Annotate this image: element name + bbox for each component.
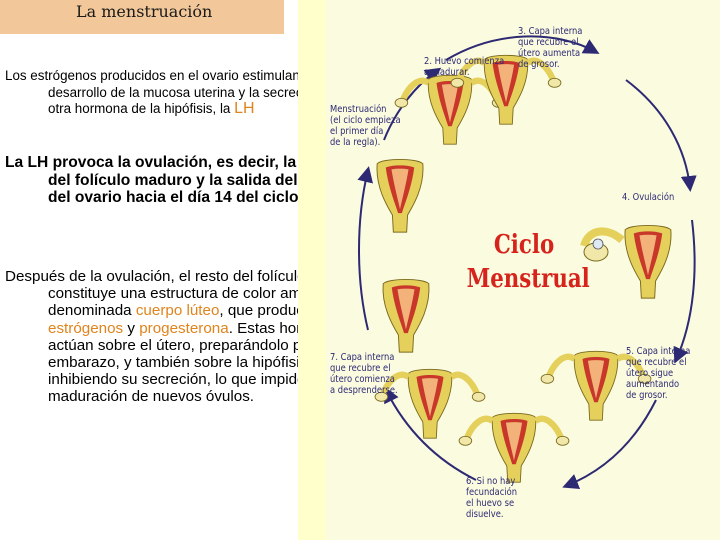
divider-strip <box>298 0 326 540</box>
stage-1-label: Menstruación (el ciclo empieza el primer… <box>330 104 401 148</box>
estrogenos-highlight: estrógenos <box>48 319 124 337</box>
diagram-title-line-2: Menstrual <box>466 264 590 294</box>
paragraph-cuerpo-luteo-text-2: , que produce <box>219 302 313 320</box>
paragraph-estrogenos: Los estrógenos producidos en el ovario e… <box>5 68 360 118</box>
stage-5-label: 5. Capa interna que recubre el útero sig… <box>626 346 691 401</box>
title-bar <box>0 0 284 34</box>
paragraph-cuerpo-luteo-text-3: y <box>123 319 140 337</box>
paragraph-cuerpo-luteo: Después de la ovulación, el resto del fo… <box>5 268 360 406</box>
paragraph-estrogenos-text: Los estrógenos producidos en el ovario e… <box>5 68 340 116</box>
diagram-title-line-1: Ciclo <box>493 230 555 260</box>
cuerpo-luteo-highlight: cuerpo lúteo <box>135 302 220 320</box>
paragraph-cuerpo-luteo-text-4: . Estas hormonas actúan sobre el útero, … <box>48 319 347 406</box>
menstrual-cycle-diagram: Menstruación (el ciclo empieza el primer… <box>326 0 720 540</box>
page-title: La menstruación <box>76 2 213 21</box>
stage-2-label: 2. Huevo comienza a madurar. <box>424 56 505 78</box>
paragraph-cuerpo-luteo-text-1: Después de la ovulación, el resto del fo… <box>5 268 334 320</box>
paragraph-ovulacion: La LH provoca la ovulación, es decir, la… <box>5 154 346 207</box>
stage-4-label: 4. Ovulación <box>622 192 675 203</box>
progesterona-highlight: progesterona <box>139 319 229 337</box>
lh-highlight: LH <box>234 100 255 117</box>
diagram-title: Ciclo Menstrual <box>466 228 590 296</box>
stage-7-label: 7. Capa interna que recubre el útero com… <box>330 352 398 396</box>
cycle-illustration <box>357 35 697 489</box>
stage-3-label: 3. Capa interna que recubre el útero aum… <box>518 26 583 70</box>
stage-6-label: 6. Si no hay fecundación el huevo se dis… <box>466 476 518 520</box>
